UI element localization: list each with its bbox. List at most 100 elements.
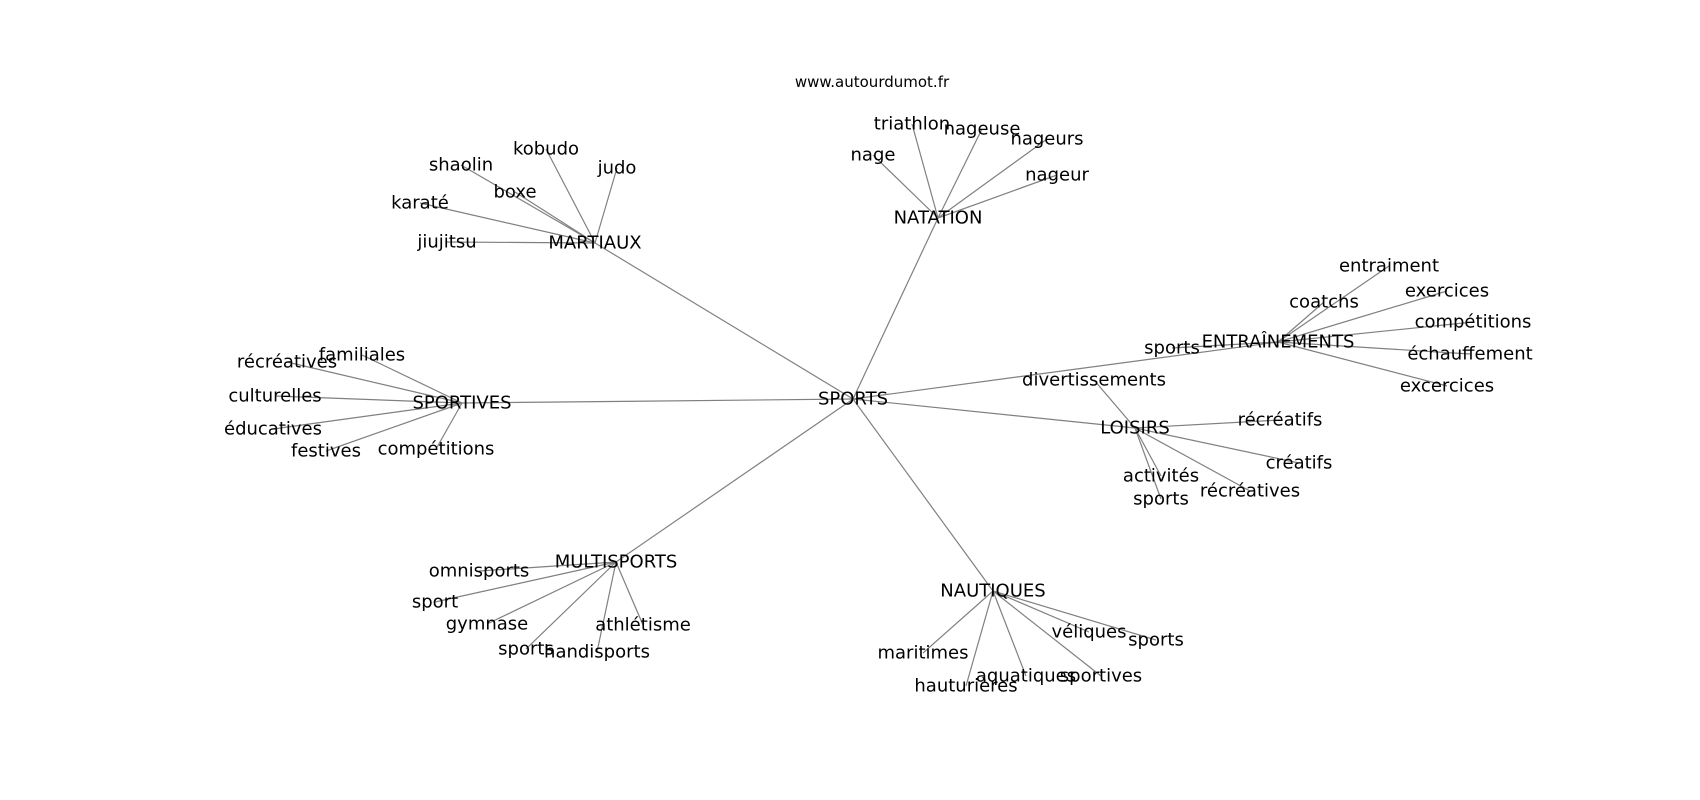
edge-sports_center-nautiques — [852, 398, 994, 592]
edge-entrainements-excercices — [1277, 341, 1448, 387]
edge-sportives_hub-festives — [325, 402, 463, 452]
edge-sports_center-sportives_hub — [461, 398, 854, 404]
leaf-node-label-sportives_n: sportives — [1060, 666, 1142, 687]
source-label: www.autourdumot.fr — [795, 73, 950, 91]
edge-entrainements-entraiment — [1277, 265, 1390, 343]
edge-sportives_hub-recreatives_s — [286, 361, 463, 404]
leaf-node-label-activites: activités — [1123, 466, 1199, 487]
edge-natation-nageurs — [937, 138, 1048, 219]
leaf-node-label-creatifs: créatifs — [1266, 453, 1333, 474]
hub-node-label-loisirs: LOISIRS — [1100, 418, 1170, 439]
edge-loisirs-recreatifs — [1134, 419, 1281, 429]
edge-sports_center-entrainements — [852, 341, 1279, 400]
leaf-node-label-sports_e: sports — [1144, 338, 1200, 359]
leaf-node-label-gymnase: gymnase — [446, 614, 529, 635]
edge-nautiques-sportives_n — [992, 590, 1102, 677]
hub-node-label-entrainements: ENTRAÎNEMENTS — [1202, 331, 1355, 353]
leaf-node-label-recreatives_l: récréatives — [1200, 481, 1300, 502]
leaf-node-label-nageur: nageur — [1025, 165, 1089, 186]
leaf-node-label-karate: karaté — [391, 193, 449, 214]
leaf-node-label-nage: nage — [851, 145, 896, 166]
leaf-node-label-recreatifs: récréatifs — [1238, 410, 1323, 431]
leaf-node-label-nageuse: nageuse — [944, 119, 1021, 140]
leaf-node-label-athletisme: athlétisme — [595, 615, 691, 636]
leaf-node-label-boxe: boxe — [493, 182, 536, 203]
leaf-node-label-hauturieres: hauturières — [914, 676, 1017, 697]
edge-nautiques-hauturieres — [965, 590, 994, 687]
leaf-node-label-sport_m: sport — [412, 592, 458, 613]
leaf-node-label-triathlon: triathlon — [874, 114, 950, 135]
leaf-node-label-handisports: handisports — [544, 642, 650, 663]
leaf-node-label-familiales: familiales — [319, 345, 405, 366]
edge-sportives_hub-familiales — [361, 354, 463, 404]
edge-martiaux-kobudo — [545, 148, 596, 244]
edge-martiaux-karate — [419, 202, 596, 244]
hub-node-label-martiaux: MARTIAUX — [548, 233, 641, 254]
hub-node-label-natation: NATATION — [894, 208, 983, 229]
edge-sports_center-loisirs — [852, 398, 1136, 429]
leaf-node-label-echauffement: échauffement — [1407, 344, 1532, 365]
edge-entrainements-echauffement — [1277, 341, 1471, 355]
edge-natation-triathlon — [911, 123, 939, 219]
edge-entrainements-coatchs — [1277, 301, 1325, 343]
leaf-node-label-kobudo: kobudo — [513, 139, 579, 160]
edge-sports_center-multisports — [615, 398, 854, 563]
edge-loisirs-creatifs — [1134, 427, 1300, 464]
leaf-node-label-nageurs: nageurs — [1010, 129, 1083, 150]
leaf-node-label-educatives: éducatives — [224, 419, 322, 440]
edge-martiaux-judo — [594, 167, 618, 244]
leaf-node-label-entraiment: entraiment — [1339, 256, 1439, 277]
leaf-node-label-culturelles: culturelles — [228, 386, 321, 407]
edge-natation-nageuse — [937, 128, 983, 219]
hub-node-label-multisports: MULTISPORTS — [555, 552, 678, 573]
leaf-node-label-judo: judo — [597, 158, 637, 179]
edge-nautiques-veliques — [992, 590, 1090, 633]
leaf-node-label-competitions_e: compétitions — [1415, 312, 1532, 333]
leaf-node-label-exercices: exercices — [1405, 281, 1489, 302]
center-node-label: SPORTS — [818, 389, 888, 410]
edge-sports_center-natation — [852, 217, 939, 400]
edges-group — [272, 123, 1474, 687]
edge-multisports-omnisports — [478, 561, 617, 572]
leaf-node-label-veliques: véliques — [1051, 622, 1126, 643]
edge-martiaux-jiujitsu — [446, 241, 596, 244]
edge-sportives_hub-culturelles — [274, 395, 463, 404]
leaf-node-label-shaolin: shaolin — [429, 155, 493, 176]
edge-entrainements-competitions_e — [1277, 321, 1474, 343]
edge-multisports-athletisme — [615, 561, 644, 626]
leaf-node-label-coatchs: coatchs — [1289, 292, 1359, 313]
edge-natation-nage — [872, 154, 939, 219]
edge-nautiques-sports_n — [992, 590, 1157, 641]
edge-loisirs-activites — [1134, 427, 1162, 477]
labels-group: SPORTS MARTIAUX NATATION SPORTIVES ENTRAÎNEM… — [224, 114, 1533, 697]
edge-multisports-sport_m — [434, 561, 617, 603]
edge-multisports-sports_m — [525, 561, 617, 650]
edge-natation-nageur — [937, 174, 1058, 219]
edge-loisirs-sports_l — [1134, 427, 1162, 500]
hub-node-label-sportives_hub: SPORTIVES — [412, 393, 511, 414]
leaf-node-label-jiujitsu: jiujitsu — [416, 232, 476, 253]
edge-loisirs-divertissements — [1093, 379, 1136, 429]
leaf-node-label-sports_n: sports — [1128, 630, 1184, 651]
edge-sports_center-martiaux — [594, 242, 854, 400]
edge-loisirs-recreatives_l — [1134, 427, 1251, 492]
edge-martiaux-shaolin — [460, 164, 596, 244]
edge-entrainements-exercices — [1277, 290, 1448, 343]
edge-nautiques-aquatiques — [992, 590, 1027, 677]
edge-sportives_hub-educatives — [272, 402, 463, 430]
edge-multisports-handisports — [596, 561, 617, 653]
edge-sportives_hub-competitions_s — [435, 402, 463, 450]
hub-node-label-nautiques: NAUTIQUES — [940, 581, 1045, 602]
leaf-node-label-maritimes: maritimes — [877, 643, 968, 664]
leaf-node-label-excercices: excercices — [1400, 376, 1494, 397]
leaf-node-label-recreatives_s: récréatives — [237, 352, 337, 373]
leaf-node-label-divertissements: divertissements — [1022, 370, 1166, 391]
leaf-node-label-competitions_s: compétitions — [378, 439, 495, 460]
leaf-node-label-omnisports: omnisports — [429, 561, 530, 582]
leaf-node-label-sports_l: sports — [1133, 489, 1189, 510]
edge-martiaux-boxe — [514, 191, 596, 244]
edge-multisports-gymnase — [486, 561, 617, 625]
leaf-node-label-aquatiques: aquatiques — [976, 666, 1076, 687]
leaf-node-label-festives: festives — [291, 441, 361, 462]
